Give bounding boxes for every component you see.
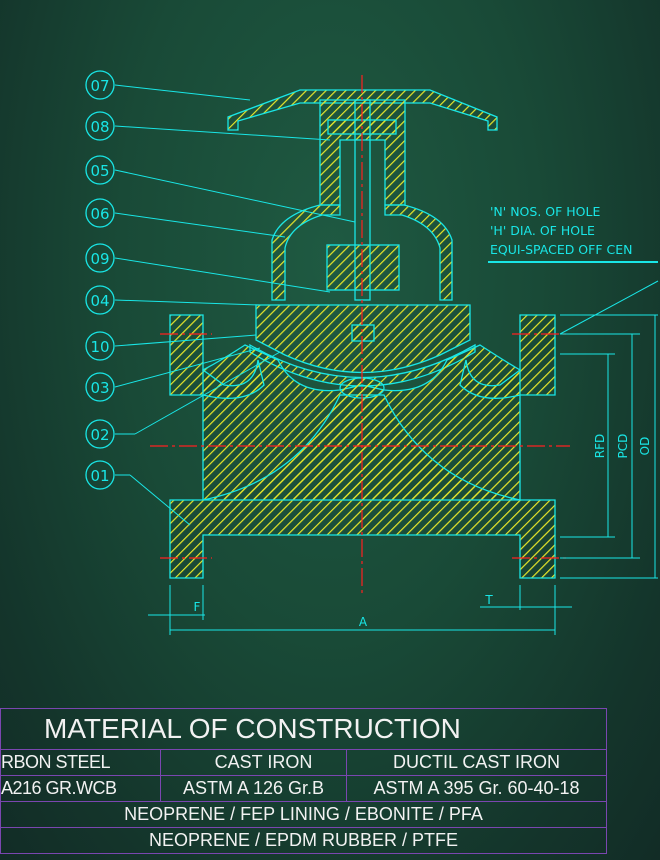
leader-lines: [114, 84, 659, 635]
part-label: 01: [90, 467, 109, 485]
spec-cast-iron: ASTM A 126 Gr.B: [160, 775, 347, 802]
dim-a: A: [359, 615, 368, 629]
part-label: 02: [90, 426, 109, 444]
part-label: 06: [90, 205, 109, 223]
flange-note-holes: 'N' NOS. OF HOLE: [490, 204, 601, 219]
centerlines: [150, 75, 570, 595]
compressor: [326, 244, 400, 291]
spec-carbon-steel: A216 GR.WCB: [0, 775, 161, 802]
part-label: 05: [90, 162, 109, 180]
part-label: 10: [90, 338, 109, 356]
header-ductile-cast-iron: DUCTIL CAST IRON: [345, 749, 608, 776]
material-table: MATERIAL OF CONSTRUCTION RBON STEEL CAST…: [0, 708, 608, 854]
header-carbon-steel: RBON STEEL: [0, 749, 161, 776]
bonnet: [271, 204, 341, 301]
valve-drawing: 07 08 05 06 09 04 10 03 02 01 RFD PCD OD…: [85, 70, 659, 635]
part-label: 09: [90, 250, 109, 268]
diaphragm-row: NEOPRENE / EPDM RUBBER / PTFE: [0, 827, 608, 854]
header-cast-iron: CAST IRON: [160, 749, 347, 776]
handwheel: [227, 89, 498, 131]
part-balloons: [85, 70, 115, 490]
dim-t: T: [484, 593, 493, 607]
spec-ductile-cast-iron: ASTM A 395 Gr. 60-40-18: [345, 775, 608, 802]
dim-f: F: [194, 600, 201, 614]
part-label: 04: [90, 292, 109, 310]
dim-od: OD: [638, 437, 652, 456]
flange-note-dia: 'H' DIA. OF HOLE: [490, 223, 595, 238]
part-label: 08: [90, 118, 109, 136]
part-label: 07: [90, 77, 109, 95]
table-title: MATERIAL OF CONSTRUCTION: [0, 708, 608, 750]
lining-row: NEOPRENE / FEP LINING / EBONITE / PFA: [0, 801, 608, 828]
flange-note-spacing: EQUI-SPACED OFF CEN: [490, 242, 633, 257]
dim-pcd: PCD: [616, 434, 630, 459]
dim-rfd: RFD: [593, 434, 607, 458]
part-label: 03: [90, 379, 109, 397]
